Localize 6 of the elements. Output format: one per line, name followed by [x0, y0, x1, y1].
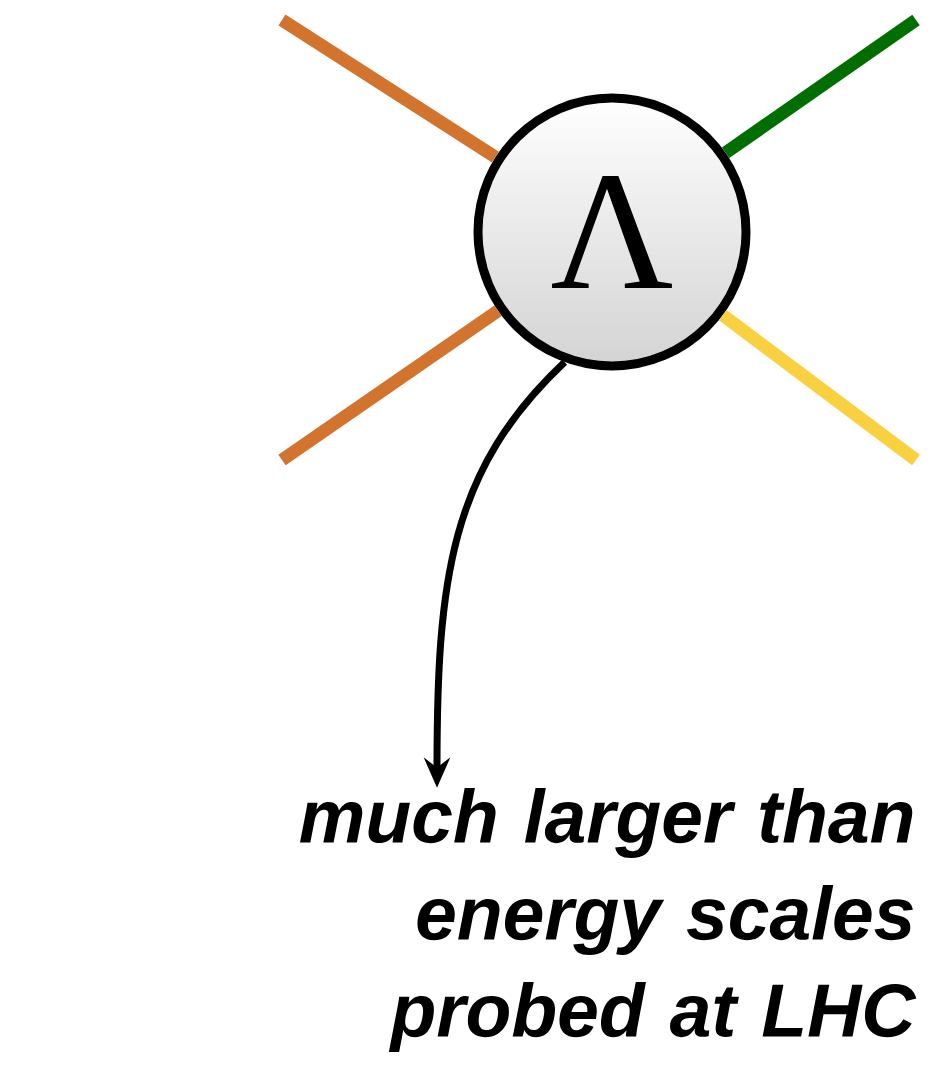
- leg-line: [718, 309, 920, 466]
- leg-line: [278, 305, 502, 466]
- circle-node: Λ: [473, 93, 751, 371]
- annotation-text: much larger than energy scales probed at LHC: [300, 788, 917, 1052]
- leg-line: [721, 14, 920, 159]
- leg-line: [278, 14, 499, 163]
